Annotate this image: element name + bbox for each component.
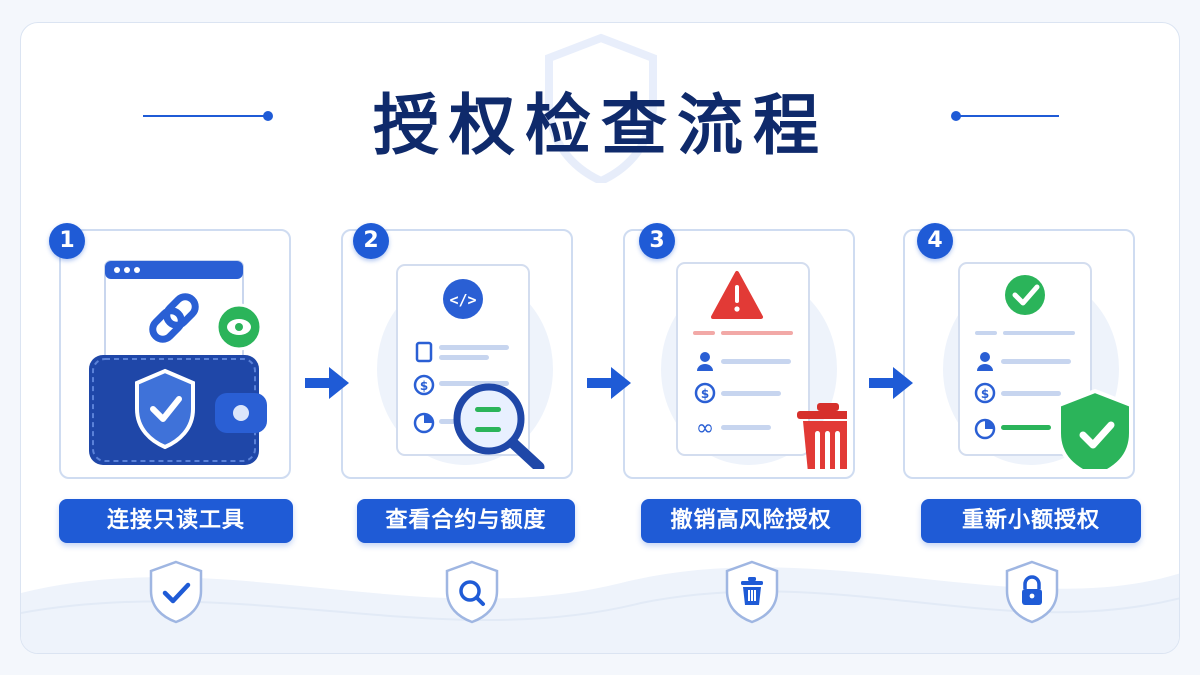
shield-lock-icon xyxy=(1005,560,1059,624)
step-1-number: 1 xyxy=(49,223,85,259)
svg-text:∞: ∞ xyxy=(696,416,714,441)
svg-text:$: $ xyxy=(420,379,428,393)
diagram-frame: 授权检查流程 </> $ xyxy=(20,22,1180,654)
shield-check-icon xyxy=(149,560,203,624)
step-2-label: 查看合约与额度 xyxy=(357,499,575,543)
step-3-number: 3 xyxy=(639,223,675,259)
document-check-shield-icon: $ xyxy=(943,262,1129,469)
background-wave xyxy=(21,567,1179,653)
diagram-title: 授权检查流程 xyxy=(373,87,829,164)
wallet-shield-icon xyxy=(89,260,267,465)
svg-text:$: $ xyxy=(981,387,989,401)
document-warning-trash-icon: $ ∞ xyxy=(661,262,847,469)
step-1-label: 连接只读工具 xyxy=(59,499,293,543)
document-magnifier-icon: </> $ xyxy=(377,264,553,469)
svg-text:$: $ xyxy=(701,387,709,401)
arrow-right-icon xyxy=(869,367,913,399)
title-decoration-left xyxy=(143,115,267,117)
title-decoration-dot-left xyxy=(263,111,273,121)
title-decoration-right xyxy=(955,115,1059,117)
title-decoration-dot-right xyxy=(951,111,961,121)
arrow-right-icon xyxy=(587,367,631,399)
shield-trash-icon xyxy=(725,560,779,624)
arrow-right-icon xyxy=(305,367,349,399)
shield-search-icon xyxy=(445,560,499,624)
step-3-label: 撤销高风险授权 xyxy=(641,499,861,543)
step-4-number: 4 xyxy=(917,223,953,259)
background-shield-icon xyxy=(545,33,657,183)
step-2-number: 2 xyxy=(353,223,389,259)
step-4-label: 重新小额授权 xyxy=(921,499,1141,543)
svg-text:</>: </> xyxy=(449,291,476,309)
